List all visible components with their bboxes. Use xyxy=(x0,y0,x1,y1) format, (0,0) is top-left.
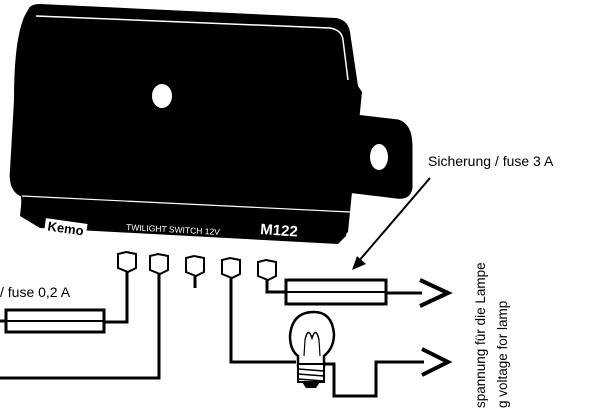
product-name: TWILIGHT SWITCH 12V xyxy=(126,222,221,237)
lamp-bulb-icon xyxy=(288,310,336,388)
brand-name: Kemo xyxy=(47,219,85,239)
terminals xyxy=(117,250,277,282)
small-fuse-label: / fuse 0,2 A xyxy=(0,284,71,300)
relay-contact-icon xyxy=(187,241,204,251)
main-fuse-label: Sicherung / fuse 3 A xyxy=(428,153,554,169)
arrow-right-icon xyxy=(419,278,453,308)
model-number: M122 xyxy=(260,221,299,241)
module-housing xyxy=(14,4,362,244)
wires xyxy=(0,272,424,398)
fuse-icon xyxy=(284,278,388,306)
arrow-right-icon xyxy=(421,347,453,377)
mounting-hole xyxy=(148,80,176,112)
front-markings: Kemo Germany TWILIGHT SWITCH 12V M122 #0… xyxy=(44,218,311,253)
brand-box xyxy=(44,218,88,238)
relay-contact-icon xyxy=(233,243,250,253)
minus-mark: – xyxy=(146,237,153,249)
plus-mark: + xyxy=(126,237,132,249)
callout-arrow xyxy=(352,177,431,270)
part-number: #08-008 xyxy=(258,239,288,250)
fuse-icon xyxy=(4,308,106,334)
brand-country: Germany xyxy=(50,237,89,252)
lamp-voltage-label-de: spannung für die Lampe xyxy=(473,262,488,408)
lamp-voltage-label-en: g voltage for lamp xyxy=(495,300,510,408)
ce-mark: CE xyxy=(298,242,311,253)
